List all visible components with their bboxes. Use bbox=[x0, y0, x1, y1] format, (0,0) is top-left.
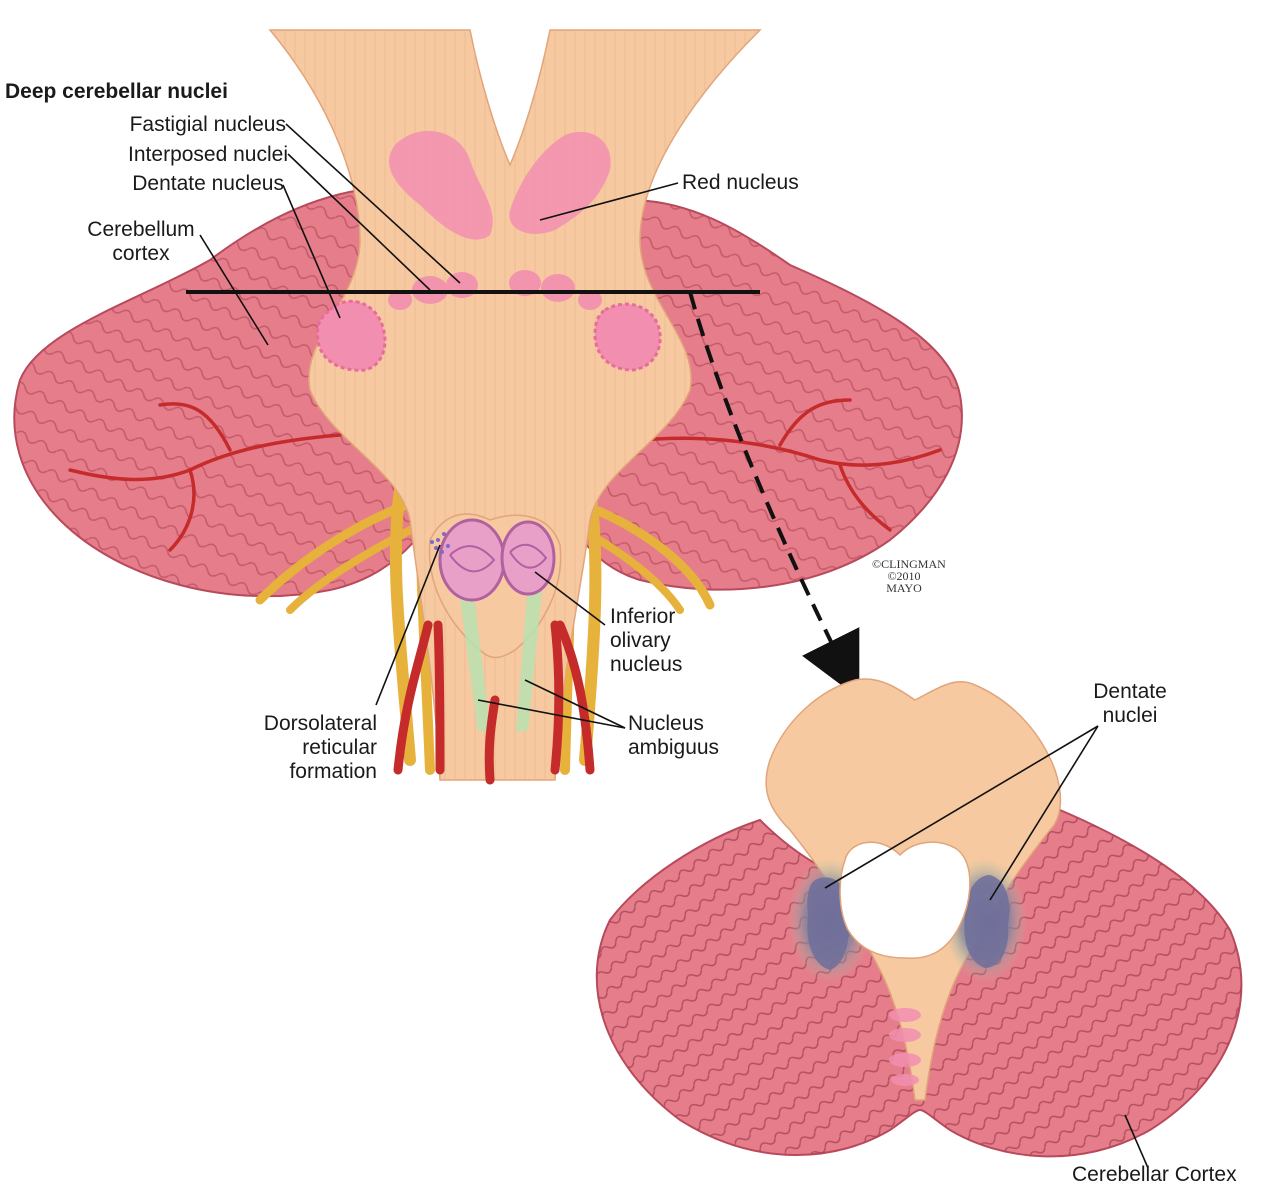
left-nucleus-ambiguus bbox=[455, 560, 490, 732]
label-dorsolateral-reticular-formation: Dorsolateral reticular formation bbox=[263, 712, 377, 783]
right-dentate-nucleus bbox=[593, 302, 662, 372]
heading-deep-cerebellar-nuclei: Deep cerebellar nuclei bbox=[5, 80, 228, 103]
cerebellar-arteries bbox=[68, 398, 942, 552]
label-dentate-nucleus: Dentate nucleus bbox=[132, 172, 284, 195]
left-dentate-nucleus bbox=[316, 299, 387, 372]
label-nucleus-ambiguus: Nucleus ambiguus bbox=[628, 712, 720, 759]
cross-section-illustration bbox=[595, 678, 1243, 1158]
label-fastigial-nucleus: Fastigial nucleus bbox=[129, 113, 286, 136]
fourth-ventricle bbox=[839, 841, 971, 959]
label-red-nucleus: Red nucleus bbox=[682, 171, 799, 194]
reticular-formation-dots bbox=[430, 532, 450, 554]
label-inferior-olivary-nucleus: Inferior olivary nucleus bbox=[610, 605, 683, 676]
artist-signature: ©CLINGMAN ©2010 MAYO bbox=[872, 557, 946, 595]
posterior-view-illustration bbox=[13, 29, 963, 785]
leader-lines bbox=[199, 123, 1149, 1169]
vermis-nuclei bbox=[889, 1008, 921, 1086]
label-cerebellum-cortex: Cerebellum cortex bbox=[87, 218, 195, 265]
section-arrow bbox=[688, 291, 860, 699]
left-red-nucleus bbox=[389, 130, 493, 240]
label-dentate-nuclei: Dentate nuclei bbox=[1093, 680, 1167, 727]
right-nucleus-ambiguus bbox=[516, 560, 545, 732]
right-red-nucleus bbox=[509, 131, 611, 234]
label-cerebellar-cortex: Cerebellar Cortex bbox=[1072, 1163, 1237, 1186]
label-interposed-nuclei: Interposed nuclei bbox=[128, 143, 288, 166]
